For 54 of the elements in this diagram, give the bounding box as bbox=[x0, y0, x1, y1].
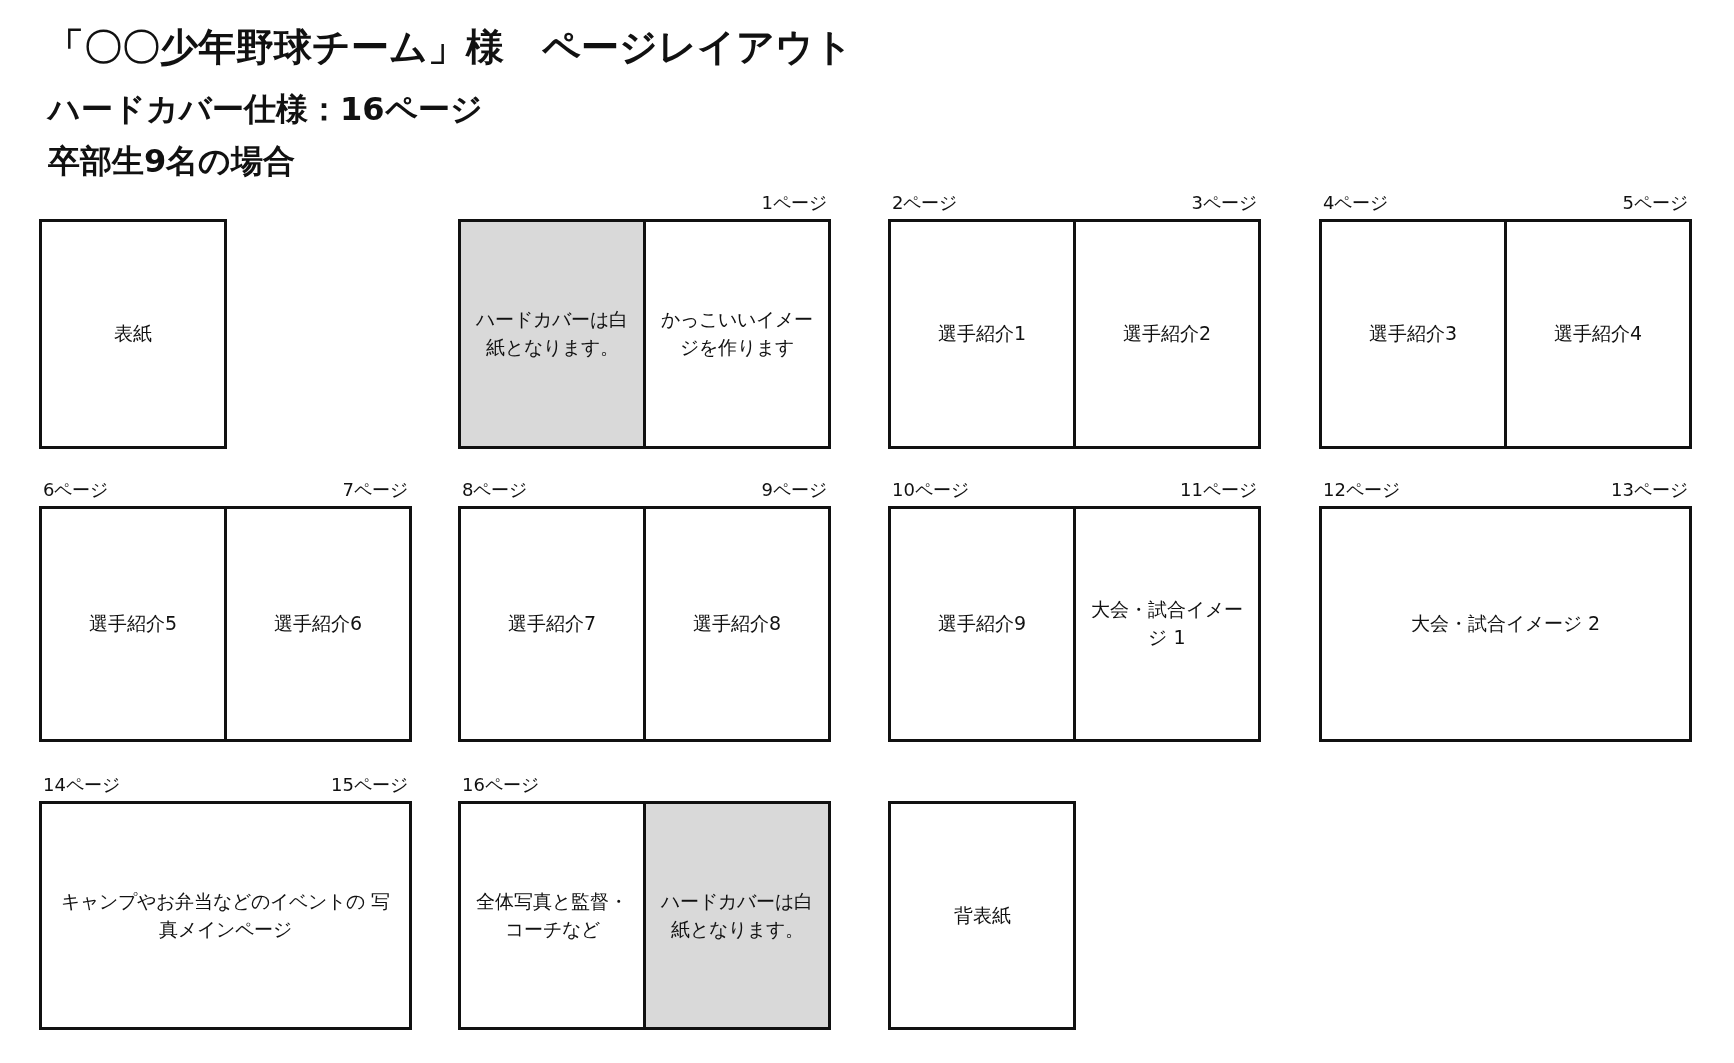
page-box bbox=[458, 506, 646, 742]
page-content-text: 背表紙 bbox=[952, 902, 1012, 928]
page-number: 11ページ bbox=[1179, 478, 1257, 502]
page-content-text: 選手紹介5 bbox=[87, 611, 179, 637]
subtitle: 卒部生9名の場合 bbox=[48, 141, 296, 182]
page-box bbox=[888, 801, 1076, 1030]
page-box bbox=[224, 506, 412, 742]
page-content-text: 選手紹介6 bbox=[272, 611, 364, 637]
page-box bbox=[643, 506, 831, 742]
page-box bbox=[1319, 219, 1507, 449]
page-box bbox=[458, 219, 646, 449]
page-number: 7ページ bbox=[341, 478, 408, 502]
page-number: 6ページ bbox=[43, 478, 109, 502]
page-number: 16ページ bbox=[462, 773, 539, 797]
page-box bbox=[39, 219, 227, 449]
page-number: 2ページ bbox=[892, 191, 958, 215]
page-content-text: ハードカバーは白紙となります。 bbox=[660, 888, 814, 942]
page-content-text: 選手紹介4 bbox=[1552, 321, 1644, 347]
page-number: 4ページ bbox=[1323, 191, 1389, 215]
page-content-text: 表紙 bbox=[113, 321, 153, 347]
page-content-text: 大会・試合イメージ 1 bbox=[1090, 597, 1244, 650]
page-title: 「〇〇少年野球チーム」様 ページレイアウト bbox=[46, 24, 853, 71]
page-content-text: キャンプやお弁当などのイベントの 写真メインページ bbox=[59, 888, 391, 942]
page-content-text: 選手紹介7 bbox=[506, 611, 598, 637]
page-content-text: 全体写真と監督・コーチなど bbox=[475, 888, 629, 942]
page-content-text: 選手紹介9 bbox=[936, 611, 1028, 637]
page-number: 12ページ bbox=[1323, 478, 1400, 502]
page-number: 9ページ bbox=[760, 478, 827, 502]
page-box bbox=[1504, 219, 1692, 449]
page-content-text: 選手紹介3 bbox=[1367, 321, 1459, 347]
subtitle: ハードカバー仕様：16ページ bbox=[48, 89, 483, 130]
page-box bbox=[888, 506, 1076, 742]
page-number: 15ページ bbox=[330, 773, 408, 797]
page-box bbox=[888, 219, 1076, 449]
page-content-text: 大会・試合イメージ 2 bbox=[1409, 611, 1602, 637]
page-box bbox=[39, 506, 227, 742]
page-number: 8ページ bbox=[462, 478, 528, 502]
page-box bbox=[643, 801, 831, 1030]
page-box bbox=[1319, 506, 1692, 742]
page-number: 1ページ bbox=[760, 191, 827, 215]
page-box bbox=[643, 219, 831, 449]
page-content-text: 選手紹介2 bbox=[1121, 321, 1213, 347]
page-content-text: かっこいいイメージを作ります bbox=[660, 307, 814, 360]
page-number: 13ページ bbox=[1610, 478, 1688, 502]
page-number: 5ページ bbox=[1621, 191, 1688, 215]
page-box bbox=[1073, 219, 1261, 449]
page-content-text: ハードカバーは白紙となります。 bbox=[475, 307, 629, 360]
page-number: 14ページ bbox=[43, 773, 120, 797]
page-box bbox=[1073, 506, 1261, 742]
page-number: 3ページ bbox=[1190, 191, 1257, 215]
page-content-text: 選手紹介8 bbox=[691, 611, 783, 637]
page-number: 10ページ bbox=[892, 478, 969, 502]
page-content-text: 選手紹介1 bbox=[936, 321, 1028, 347]
page-box bbox=[39, 801, 412, 1030]
